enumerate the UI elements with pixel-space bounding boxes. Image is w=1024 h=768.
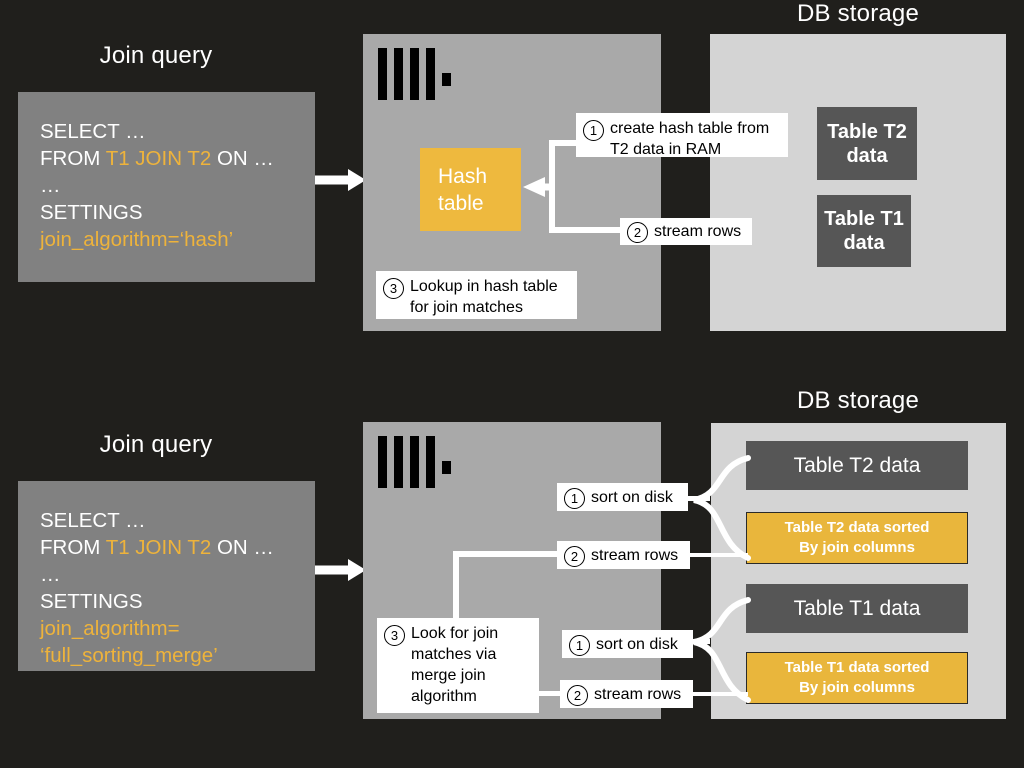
table-t2-sorted-box: Table T2 data sorted By join columns	[746, 512, 968, 564]
callout-sort-on-disk-t1: 1 sort on disk	[562, 630, 693, 658]
callout-text-create-hash-table: create hash table from T2 data in RAM	[610, 120, 770, 158]
table-t2-data-label-top: Table T2 data	[827, 120, 907, 167]
sql-line-select: SELECT …	[40, 120, 146, 143]
connector-stream-rows-t1	[688, 692, 748, 696]
connector-engine-stream-t2	[456, 552, 560, 557]
table-t2-data-label-bottom: Table T2 data	[793, 453, 921, 477]
db-storage-title-top: DB storage	[796, 0, 920, 27]
sql-line-from-prefix: FROM	[40, 147, 106, 170]
callout-create-hash-table: 1 create hash table from T2 data in RAM	[576, 113, 788, 158]
sql-line-settings: SETTINGS	[40, 201, 143, 224]
callout-text-sort-on-disk-t1: sort on disk	[596, 635, 678, 653]
callout-number-2-t1: 2	[567, 684, 588, 706]
sql-line-from-prefix-b: FROM	[40, 536, 106, 559]
sql-code-top: SELECT … FROM T1 JOIN T2 ON … … SETTINGS…	[40, 118, 274, 253]
callout-text-look-for-join-matches: Look for join matches via merge join alg…	[411, 625, 499, 705]
callout-text-stream-rows-t2: stream rows	[591, 546, 679, 564]
callout-text-lookup-hash-table: Lookup in hash table for join matches	[410, 278, 558, 316]
join-query-title-bottom: Join query	[99, 431, 213, 458]
callout-number-1-top: 1	[583, 120, 604, 141]
callout-number-1-t2: 1	[564, 487, 585, 509]
callout-stream-rows-t2: 2 stream rows	[557, 541, 690, 569]
sql-line-select-b: SELECT …	[40, 509, 146, 532]
hash-table-label: Hash table	[438, 164, 488, 215]
callout-number-3-bottom: 3	[384, 625, 405, 646]
sql-line-ellipsis-b: …	[40, 563, 61, 586]
db-storage-title-bottom: DB storage	[796, 387, 920, 414]
callout-lookup-hash-table: 3 Lookup in hash table for join matches	[376, 271, 577, 319]
connector-stream-rows-t2	[688, 553, 748, 557]
join-query-card-top: SELECT … FROM T1 JOIN T2 ON … … SETTINGS…	[18, 92, 315, 282]
sql-line-join-algorithm: join_algorithm=‘hash’	[40, 228, 234, 251]
sql-line-from-suffix-b: ON …	[211, 536, 274, 559]
query-to-engine-arrow-top	[315, 169, 366, 191]
callout-number-1-t1: 1	[569, 634, 590, 656]
callout-stream-rows-top: 2 stream rows	[620, 218, 752, 245]
callout-number-2-top: 2	[627, 222, 648, 243]
sort-brace-t1	[693, 597, 751, 703]
table-t2-sorted-label: Table T2 data sorted By join columns	[784, 519, 930, 556]
table-t2-data-box-bottom: Table T2 data	[746, 441, 968, 490]
sql-line-from-tables: T1 JOIN T2	[105, 147, 212, 170]
join-query-card-bottom: SELECT … FROM T1 JOIN T2 ON … … SETTINGS…	[18, 481, 315, 671]
sql-line-settings-b: SETTINGS	[40, 590, 143, 613]
db-storage-panel-top	[710, 34, 1006, 331]
callout-number-3-top: 3	[383, 278, 404, 299]
table-t1-data-label-bottom: Table T1 data	[793, 596, 921, 620]
table-t1-sorted-box: Table T1 data sorted By join columns	[746, 652, 968, 704]
callout-text-stream-rows-t1: stream rows	[594, 685, 682, 703]
sql-line-ellipsis: …	[40, 174, 61, 197]
sql-line-join-algorithm-value-b: ‘full_sorting_merge’	[40, 644, 218, 667]
connector-sort-disk-t1	[688, 639, 710, 644]
query-to-engine-arrow-bottom	[315, 559, 366, 581]
callout-look-for-join-matches: 3 Look for join matches via merge join a…	[377, 618, 539, 713]
sql-line-from-tables-b: T1 JOIN T2	[105, 536, 212, 559]
sql-line-from-suffix: ON …	[211, 147, 274, 170]
callout-text-sort-on-disk-t2: sort on disk	[591, 488, 673, 506]
sql-code-bottom: SELECT … FROM T1 JOIN T2 ON … … SETTINGS…	[40, 507, 274, 669]
callout-text-stream-rows-top: stream rows	[654, 223, 742, 240]
callout-number-2-t2: 2	[564, 545, 585, 567]
join-query-title-top: Join query	[99, 42, 213, 69]
table-t1-sorted-label: Table T1 data sorted By join columns	[784, 659, 930, 696]
table-t1-data-box-top: Table T1 data	[817, 195, 911, 267]
table-t1-data-box-bottom: Table T1 data	[746, 584, 968, 633]
hash-table-box: Hash table	[420, 148, 521, 231]
sql-line-join-algorithm-b: join_algorithm=	[40, 617, 180, 640]
connector-sort-disk-t2	[688, 496, 710, 501]
table-t2-data-box-top: Table T2 data	[817, 107, 917, 180]
callout-stream-rows-t1: 2 stream rows	[560, 680, 693, 708]
table-t1-data-label-top: Table T1 data	[824, 208, 904, 254]
callout-sort-on-disk-t2: 1 sort on disk	[557, 483, 688, 511]
